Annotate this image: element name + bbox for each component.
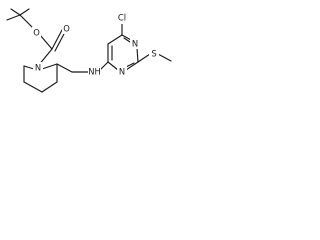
bond-c2-to-methylene [56, 63, 73, 73]
label-bg-pyrimidine-nitrogen-bottom [117, 66, 127, 77]
pyrimidine-nitrogen-bottom-label: N [119, 67, 125, 77]
bond-pyrimidine-inner-double-top [123, 37, 131, 43]
chemical-structure-diagram: O O N NH Cl N N S [6, 8, 172, 93]
bond-pyrimidine-c6-n1 [121, 34, 132, 41]
label-bg-carbonyl-oxygen [62, 23, 71, 34]
label-bg-amine-nh [88, 66, 101, 77]
bond-carbonyl-double-b [54, 31, 66, 52]
label-bg-chlorine [115, 12, 129, 24]
bond-pyrimidine-c5-c6 [107, 34, 123, 45]
amine-nh-label: NH [88, 67, 101, 77]
ester-oxygen-label: O [33, 28, 40, 38]
bond-piperidine-c4-c5 [23, 81, 43, 93]
bond-pyrimidine-n1-c2 [136, 47, 139, 63]
pyrimidine-nitrogen-top-label: N [132, 39, 138, 49]
bond-tbutyl-methyl-top-right [19, 8, 30, 16]
sulfur-label: S [151, 49, 156, 59]
bond-piperidine-n-c2 [41, 63, 58, 70]
bond-tbutyl-to-oxygen [19, 14, 34, 29]
bond-lines [6, 8, 172, 93]
label-bg-ester-oxygen [32, 27, 41, 38]
atom-labels: O O N NH Cl N N S [32, 12, 159, 77]
chlorine-label: Cl [118, 13, 126, 23]
bond-sulfur-to-methyl [157, 53, 172, 62]
bond-piperidine-c3-c4 [41, 81, 58, 93]
bond-carbonyl-double-a [51, 29, 63, 50]
bond-piperidine-c6-n [23, 65, 35, 70]
bond-tbutyl-methyl-left [6, 14, 21, 21]
label-bg-pyrimidine-nitrogen-top [130, 38, 140, 49]
bond-pyrimidine-n3-c4 [107, 61, 119, 71]
label-bg-sulfur [149, 48, 159, 59]
carbonyl-oxygen-label: O [63, 24, 70, 34]
bond-pyrimidine-inner-double-bottom [125, 62, 135, 68]
label-bg-piperidine-nitrogen [33, 62, 43, 73]
bond-pyrimidine-to-sulfur [137, 53, 151, 63]
bond-oxygen-to-carbonyl-carbon [39, 34, 53, 50]
bond-tbutyl-methyl-top-left [10, 8, 21, 16]
bond-pyrimidine-c2-n3 [125, 61, 139, 71]
piperidine-nitrogen-label: N [35, 63, 41, 73]
